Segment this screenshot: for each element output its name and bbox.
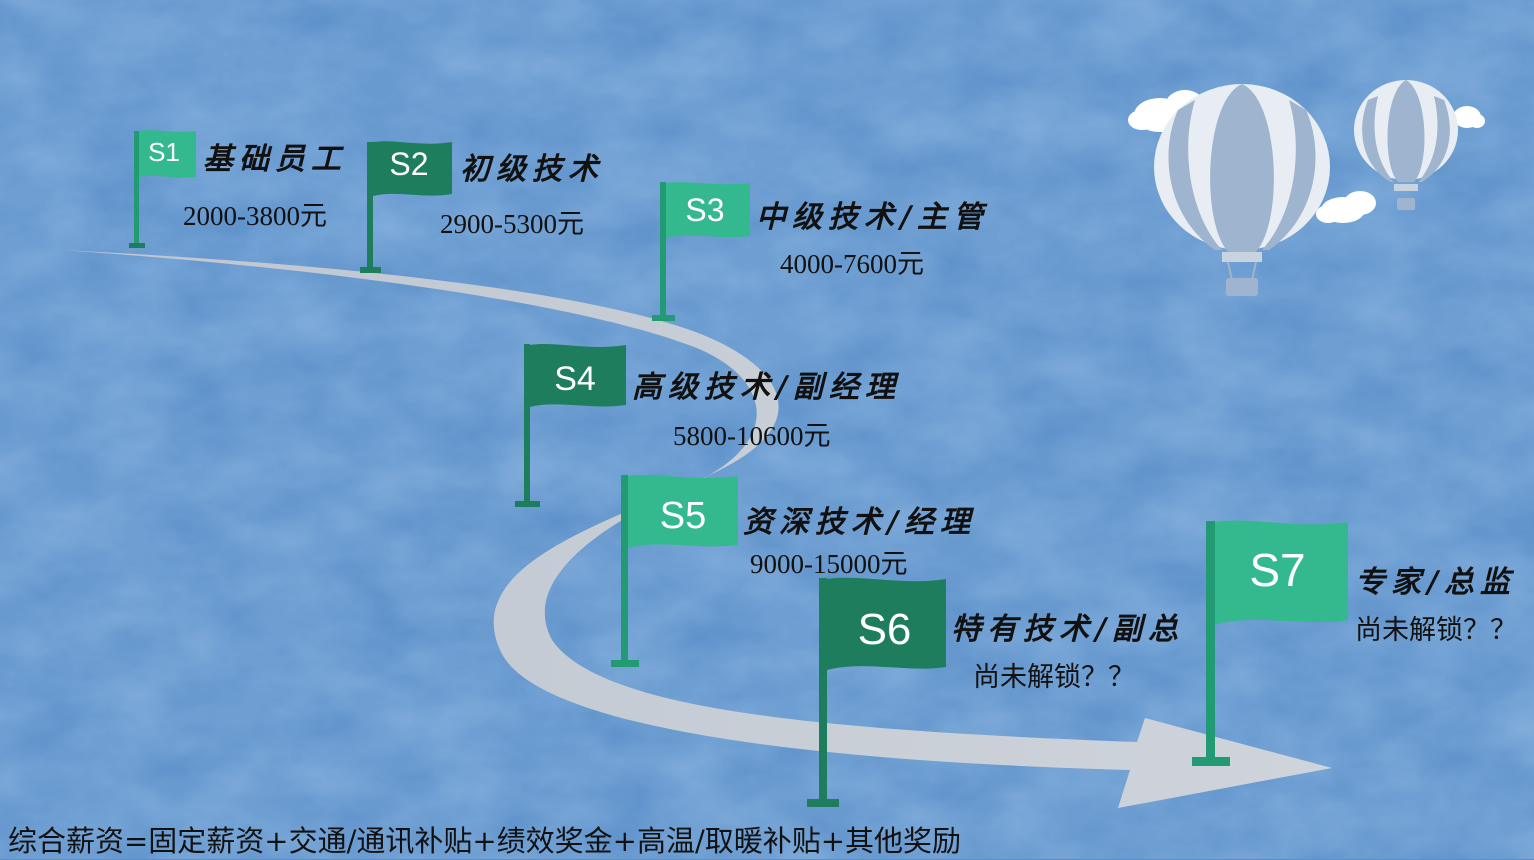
stage-salary-s6: 尚未解锁？？ [973,662,1135,692]
stage-code-s5: S5 [659,495,707,537]
stage-title-s5: 资深技术/经理 [743,505,976,540]
cloud-icon [1453,106,1485,128]
cloud-icon [1316,191,1376,223]
stage-title-s2: 初级技术 [460,152,604,187]
stage-salary-s4: 5800-10600元 [673,421,831,451]
hot-air-balloon-icon [1354,80,1458,210]
stage-code-s3: S3 [685,192,725,228]
stage-code-s4: S4 [554,360,596,398]
stage-code-s2: S2 [389,146,429,182]
stage-salary-s1: 2000-3800元 [183,201,327,231]
stage-code-s7: S7 [1249,544,1306,596]
career-road [62,250,1332,808]
flag-s4 [515,344,626,507]
flag-s5 [611,475,738,667]
stage-code-s1: S1 [148,137,180,167]
stage-code-s6: S6 [857,605,912,654]
stage-title-s4: 高级技术/副经理 [632,370,901,405]
stage-salary-s7: 尚未解锁？？ [1355,615,1517,645]
flag-s2 [360,141,452,273]
stage-salary-s5: 9000-15000元 [750,549,908,579]
stage-title-s1: 基础员工 [203,142,347,177]
flag-s3 [652,182,750,321]
stage-salary-s3: 4000-7600元 [780,249,924,279]
hot-air-balloon-icon [1154,84,1330,296]
salary-formula: 综合薪资=固定薪资+交通/通讯补贴+绩效奖金+高温/取暖补贴+其他奖励 [8,824,962,858]
flag-s6 [807,577,946,807]
stage-title-s7: 专家/总监 [1355,565,1516,600]
flag-s1 [129,130,196,248]
stage-title-s6: 特有技术/副总 [951,612,1184,647]
stage-title-s3: 中级技术/主管 [756,200,989,235]
flag-s7 [1192,520,1348,766]
stage-salary-s2: 2900-5300元 [440,209,584,239]
